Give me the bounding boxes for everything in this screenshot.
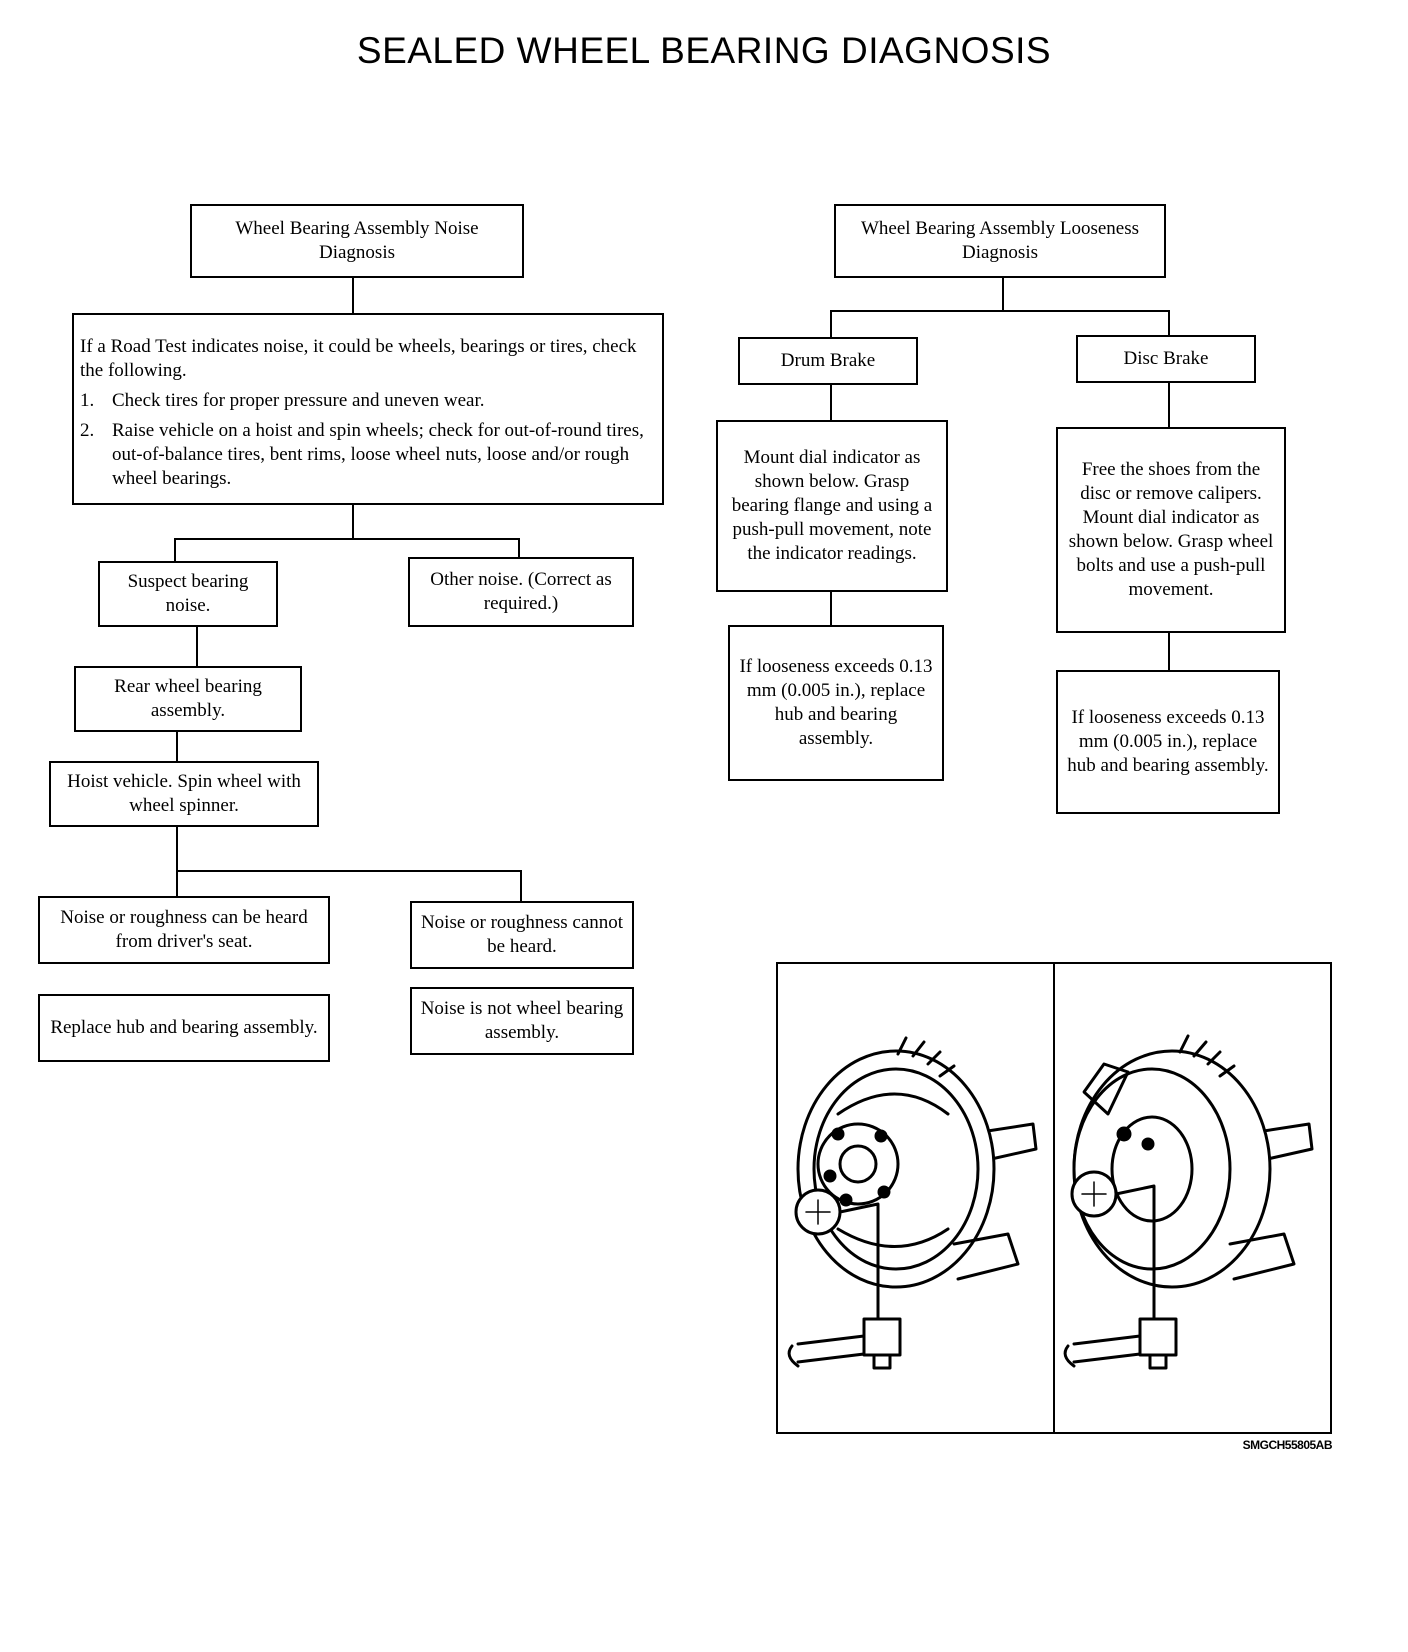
drum-brake-box: Drum Brake (738, 337, 918, 385)
brake-shoe-lower (836, 1227, 950, 1248)
noise-not-heard-box: Noise or roughness cannot be heard. (410, 901, 634, 969)
noise-heard-box: Noise or roughness can be heard from dri… (38, 896, 330, 964)
step-text: Raise vehicle on a hoist and spin wheels… (112, 420, 644, 489)
rear-bearing-text: Rear wheel bearing assembly. (114, 676, 262, 721)
other-noise-box: Other noise. (Correct as required.) (408, 557, 634, 627)
hub-bore (838, 1144, 878, 1184)
dial-indicator-face (805, 1199, 831, 1225)
step-text: Check tires for proper pressure and unev… (112, 390, 485, 411)
connector (830, 310, 1170, 312)
connector (352, 505, 354, 539)
connector (176, 827, 178, 897)
disc-step-text: Free the shoes from the disc or remove c… (1068, 459, 1274, 600)
wheel-bolt (1116, 1126, 1132, 1142)
connector (1168, 310, 1170, 336)
hoist-vehicle-box: Hoist vehicle. Spin wheel with wheel spi… (49, 761, 319, 827)
drum-result-text: If looseness exceeds 0.13 mm (0.005 in.)… (739, 656, 933, 749)
looseness-diagnosis-header: Wheel Bearing Assembly Looseness Diagnos… (834, 204, 1166, 278)
caliper-bracket (1082, 1062, 1130, 1116)
replace-hub-box: Replace hub and bearing assembly. (38, 994, 330, 1062)
connector (518, 538, 520, 558)
list-item: 2. Raise vehicle on a hoist and spin whe… (80, 419, 656, 491)
looseness-header-text: Wheel Bearing Assembly Looseness Diagnos… (860, 218, 1140, 263)
mounting-bar (787, 1334, 866, 1368)
drum-brake-dial-indicator-illustration (787, 1036, 1038, 1370)
base-foot (1148, 1353, 1168, 1370)
disc-step-box: Free the shoes from the disc or remove c… (1056, 427, 1286, 633)
wheel-bolt (1141, 1137, 1155, 1151)
connector (830, 385, 832, 421)
noise-header-text: Wheel Bearing Assembly Noise Diagnosis (235, 218, 479, 263)
brake-rotor (1072, 1067, 1232, 1271)
connector (1168, 633, 1170, 671)
suspect-bearing-box: Suspect bearing noise. (98, 561, 278, 627)
backing-plate-ribs (896, 1036, 956, 1078)
disc-result-box: If looseness exceeds 0.13 mm (0.005 in.)… (1056, 670, 1280, 814)
drum-brake-label: Drum Brake (780, 350, 876, 371)
noise-not-heard-text: Noise or roughness cannot be heard. (420, 912, 624, 957)
connector (352, 278, 354, 314)
drum-step-box: Mount dial indicator as shown below. Gra… (716, 420, 948, 592)
list-item: 1. Check tires for proper pressure and u… (80, 389, 656, 413)
wheel-stud (874, 1129, 888, 1143)
step-number: 2. (80, 420, 95, 441)
suspension-bracket (952, 1232, 1020, 1281)
wheel-stud (831, 1127, 845, 1141)
road-test-intro: If a Road Test indicates noise, it could… (80, 336, 637, 381)
road-test-steps: 1. Check tires for proper pressure and u… (80, 389, 656, 497)
connector (176, 732, 178, 762)
not-bearing-text: Noise is not wheel bearing assembly. (420, 998, 624, 1043)
disc-brake-dial-indicator-illustration (1063, 1034, 1314, 1370)
rear-bearing-box: Rear wheel bearing assembly. (74, 666, 302, 732)
figure-illustrations (787, 964, 1314, 1432)
magnetic-base (862, 1317, 902, 1357)
suspect-bearing-text: Suspect bearing noise. (127, 571, 249, 616)
noise-heard-text: Noise or roughness can be heard from dri… (60, 907, 308, 952)
noise-diagnosis-header: Wheel Bearing Assembly Noise Diagnosis (190, 204, 524, 278)
connector (176, 870, 522, 872)
dial-indicator-arm (838, 1202, 880, 1326)
road-test-box: If a Road Test indicates noise, it could… (72, 313, 664, 505)
connector (830, 592, 832, 626)
backing-plate-rim (812, 1067, 980, 1271)
connector (196, 627, 198, 667)
connector (520, 870, 522, 902)
dial-indicator-figure (776, 962, 1332, 1434)
connector (1002, 278, 1004, 312)
other-noise-text: Other noise. (Correct as required.) (430, 569, 612, 614)
mounting-bar (1063, 1334, 1142, 1368)
dial-indicator-face (1081, 1181, 1107, 1207)
base-foot (872, 1353, 892, 1370)
disc-result-text: If looseness exceeds 0.13 mm (0.005 in.)… (1067, 707, 1269, 776)
rotor-hat (1110, 1115, 1194, 1223)
backing-plate-ribs (1178, 1034, 1236, 1078)
wheel-stud (823, 1169, 837, 1183)
dial-indicator-arm (1114, 1184, 1156, 1326)
not-bearing-box: Noise is not wheel bearing assembly. (410, 987, 634, 1055)
connector (1168, 383, 1170, 428)
connector (174, 538, 176, 562)
page-title: SEALED WHEEL BEARING DIAGNOSIS (356, 30, 1052, 71)
hoist-vehicle-text: Hoist vehicle. Spin wheel with wheel spi… (67, 771, 301, 816)
disc-brake-label: Disc Brake (1123, 348, 1209, 369)
connector (830, 310, 832, 338)
brake-shoe-upper (836, 1092, 950, 1116)
disc-brake-box: Disc Brake (1076, 335, 1256, 383)
drum-result-box: If looseness exceeds 0.13 mm (0.005 in.)… (728, 625, 944, 781)
step-number: 1. (80, 390, 95, 411)
figure-reference-code: SMGCH55805AB (1242, 1438, 1333, 1452)
replace-hub-text: Replace hub and bearing assembly. (50, 1017, 318, 1038)
suspension-bracket (1228, 1232, 1296, 1281)
connector (174, 538, 520, 540)
hub-flange (816, 1122, 900, 1206)
wheel-stud (877, 1185, 891, 1199)
magnetic-base (1138, 1317, 1178, 1357)
wheel-stud (839, 1193, 853, 1207)
drum-step-text: Mount dial indicator as shown below. Gra… (731, 447, 933, 564)
